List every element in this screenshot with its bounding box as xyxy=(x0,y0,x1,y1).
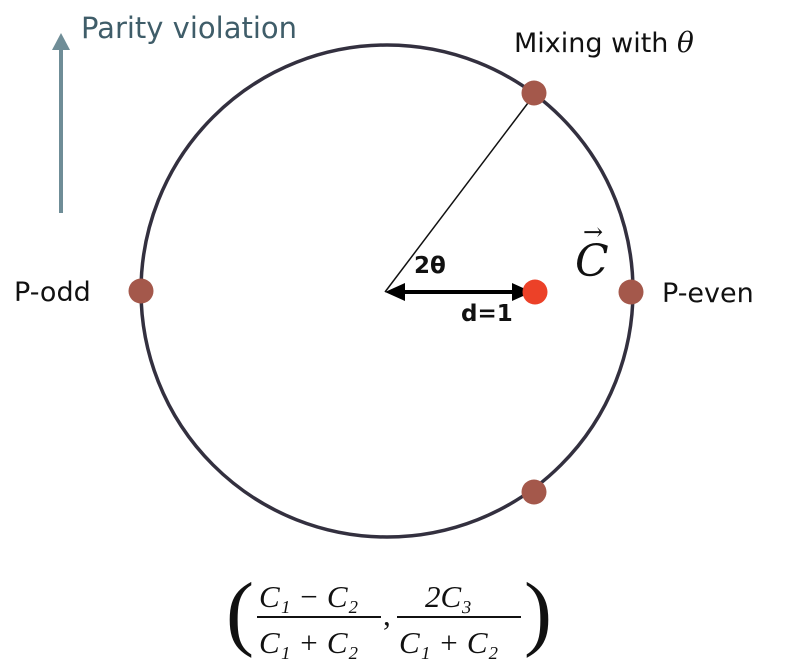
p-odd-label: P-odd xyxy=(14,277,91,308)
main-circle xyxy=(139,43,635,539)
angle-label: 2θ xyxy=(414,253,446,279)
formula: ( C₁ − C₂ C₁ + C₂ , 2C₃ C₁ + C₂ ) xyxy=(226,566,552,660)
mixing-radius-line xyxy=(384,94,535,293)
parity-violation-label: Parity violation xyxy=(81,11,297,45)
vector-c-label: C xyxy=(575,236,609,287)
p-even-point xyxy=(618,279,644,305)
p-odd-point xyxy=(128,278,154,304)
vector-c-arrow: → xyxy=(583,218,603,246)
mixing-label: Mixing with θ xyxy=(514,26,694,59)
distance-arrow-head-right xyxy=(512,283,532,301)
formula-comma: , xyxy=(383,597,391,632)
formula-right-paren: ) xyxy=(524,566,552,659)
parity-arrow-head xyxy=(52,33,70,50)
formula-frac2-den: C₁ + C₂ xyxy=(399,625,499,660)
mixing-theta: θ xyxy=(677,26,694,59)
distance-label: d=1 xyxy=(461,301,513,327)
distance-arrow-head-left xyxy=(385,283,405,301)
formula-frac2-num: 2C₃ xyxy=(425,579,472,614)
mixing-point xyxy=(521,80,547,106)
formula-frac1-num: C₁ − C₂ xyxy=(259,579,359,614)
formula-left-paren: ( xyxy=(226,566,254,659)
mixing-label-prefix: Mixing with xyxy=(514,28,677,59)
bottom-point xyxy=(521,479,547,505)
center-point xyxy=(522,279,548,305)
formula-frac1-den: C₁ + C₂ xyxy=(259,625,359,660)
p-even-label: P-even xyxy=(662,278,754,309)
